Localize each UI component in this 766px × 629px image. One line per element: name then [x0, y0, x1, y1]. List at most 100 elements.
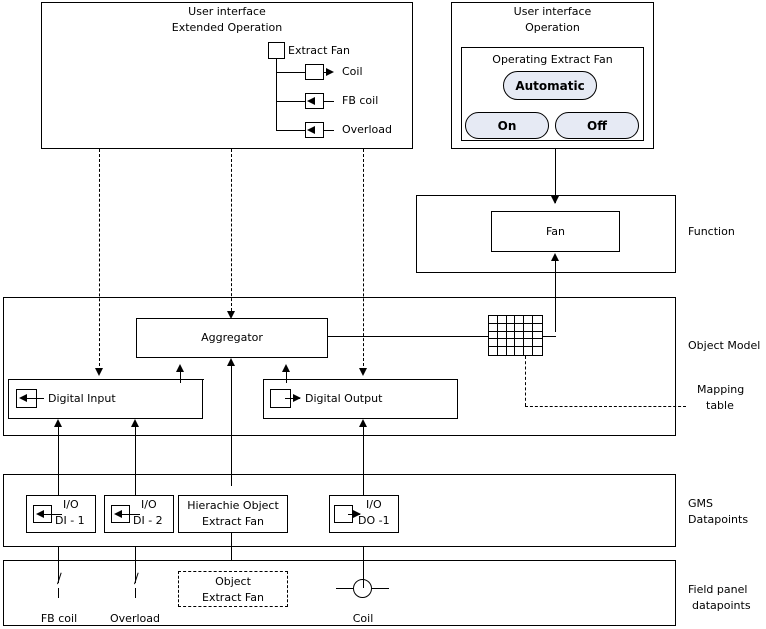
- gms-item-di2[interactable]: [104, 495, 174, 533]
- mapping-grid-cell: [489, 316, 498, 324]
- connector-di1-to-digital-input: [58, 426, 59, 495]
- mapping-grid-cell: [515, 316, 525, 324]
- gms-layer-label-line1: GMS: [688, 497, 713, 510]
- ui-operation-panel: [451, 2, 654, 149]
- on-button[interactable]: On: [465, 112, 549, 139]
- digital-input-label: Digital Input: [48, 392, 116, 405]
- ui-extended-operation-panel: [41, 2, 413, 149]
- dashed-connector-aggregator: [231, 149, 232, 311]
- object-model-layer-label: Object Model: [688, 339, 761, 352]
- fan-function-block: [491, 211, 620, 252]
- gms-item-di1[interactable]: [26, 495, 96, 533]
- tree-child-label-overload: Overload: [342, 123, 392, 136]
- tree-coil-arrow-head: [326, 68, 334, 76]
- coil-lead-right: [372, 588, 389, 589]
- aggregator-in-center-arrow: [227, 358, 235, 366]
- dashed-connector-digital-output: [363, 149, 364, 371]
- field-object-extract-fan-box: [178, 571, 288, 607]
- function-layer-container: [416, 195, 676, 273]
- gms-di2-icon-arrow: [114, 510, 122, 518]
- mapping-grid-cell: [533, 332, 542, 340]
- tree-node-fbcoil-icon[interactable]: [305, 93, 324, 109]
- mapping-grid-cell: [489, 339, 498, 348]
- field-connector-object: [231, 547, 232, 560]
- fb-coil-switch-bottom: [58, 588, 59, 598]
- aggregator-in-right-arrow: [282, 364, 290, 372]
- field-drop-fb-coil: [58, 560, 59, 573]
- aggregator-top-arrow: [227, 311, 235, 319]
- digital-output-icon-arrow: [293, 394, 301, 402]
- mapping-grid-cell: [489, 331, 498, 340]
- mapping-grid-cell: [515, 339, 525, 348]
- mapping-grid-cell: [489, 347, 498, 355]
- connector-do1-to-digital-output: [363, 426, 364, 495]
- object-model-layer-container: [3, 297, 676, 436]
- gms-item-hierarchy-object[interactable]: [178, 495, 288, 533]
- mapping-grid-cell: [497, 339, 507, 348]
- field-connector-overload: [135, 547, 136, 560]
- tree-root-node-icon: [268, 42, 285, 59]
- mapping-grid-cell: [506, 323, 516, 332]
- gms-di1-icon-line: [42, 514, 62, 515]
- tree-node-coil-icon[interactable]: [305, 64, 324, 80]
- ui-operation-title-line1: User interface: [513, 5, 592, 18]
- digital-input-icon-line: [26, 398, 44, 399]
- off-button[interactable]: Off: [555, 112, 639, 139]
- dashed-connector-digital-output-arrow: [359, 368, 367, 376]
- connector-grid-to-fan: [555, 258, 556, 332]
- coil-relay-icon: [353, 579, 372, 598]
- gms-di1-icon-arrow: [36, 510, 44, 518]
- mapping-table-grid: [488, 315, 543, 356]
- tree-overload-arrow-line: [324, 130, 334, 131]
- connector-di2-arrow: [131, 419, 139, 427]
- gms-datapoints-layer-container: [3, 474, 676, 547]
- mapping-grid-cell: [524, 347, 534, 355]
- mapping-grid-cell: [515, 331, 525, 340]
- connector-hierarchy-spine-lower: [231, 533, 232, 560]
- mapping-grid-cell: [515, 347, 525, 355]
- aggregator-in-left-arrow: [176, 364, 184, 372]
- field-panel-layer-container: [3, 560, 676, 626]
- connector-do1-arrow: [359, 419, 367, 427]
- tree-child-label-coil: Coil: [342, 65, 363, 78]
- dashed-connector-digital-input-arrow: [95, 368, 103, 376]
- digital-input-block: [8, 379, 203, 419]
- tree-root-label: Extract Fan: [288, 44, 350, 57]
- operating-extract-fan-group: [461, 47, 644, 141]
- fb-coil-caption: FB coil: [40, 612, 78, 625]
- dashed-connector-digital-input: [99, 149, 100, 371]
- gms-di2-label-line1: I/O: [141, 498, 157, 511]
- digital-output-icon-line: [285, 398, 300, 399]
- tree-fbcoil-arrow-line: [324, 101, 334, 102]
- grid-to-mapping-label-vline: [525, 356, 526, 406]
- digital-output-label: Digital Output: [305, 392, 383, 405]
- mapping-grid-cell: [507, 347, 516, 355]
- gms-di2-label-line2: DI - 2: [133, 514, 163, 527]
- ui-extended-title-line1: User interface: [188, 5, 266, 18]
- automatic-button[interactable]: Automatic: [503, 71, 597, 100]
- digital-output-block: [263, 379, 458, 419]
- mapping-grid-cell: [497, 316, 507, 324]
- mapping-table-label-line1: Mapping: [697, 383, 745, 396]
- mapping-grid-cell: [524, 339, 534, 348]
- mapping-grid-cell: [515, 323, 525, 332]
- connector-operation-to-fan-arrow: [551, 196, 559, 204]
- mapping-grid-cell: [506, 316, 516, 324]
- field-object-label-line1: Object: [215, 575, 251, 588]
- operating-extract-fan-title: Operating Extract Fan: [492, 53, 613, 66]
- digital-input-icon-arrow: [19, 394, 27, 402]
- tree-child-label-fbcoil: FB coil: [342, 94, 379, 107]
- mapping-grid-cell: [524, 316, 534, 324]
- gms-item-do1[interactable]: [329, 495, 399, 533]
- connector-di2-to-digital-input: [135, 426, 136, 495]
- field-connector-coil: [363, 547, 364, 560]
- connector-operation-to-fan: [555, 149, 556, 203]
- tree-overload-arrow-head: [307, 126, 315, 134]
- grid-to-mapping-label-hline: [525, 406, 686, 407]
- gms-hierarchy-label-line1: Hierachie Object: [187, 499, 279, 512]
- gms-do1-icon-arrow: [353, 510, 361, 518]
- connector-di1-arrow: [54, 419, 62, 427]
- tree-node-overload-icon[interactable]: [305, 122, 324, 138]
- mapping-table-label-line2: table: [706, 399, 734, 412]
